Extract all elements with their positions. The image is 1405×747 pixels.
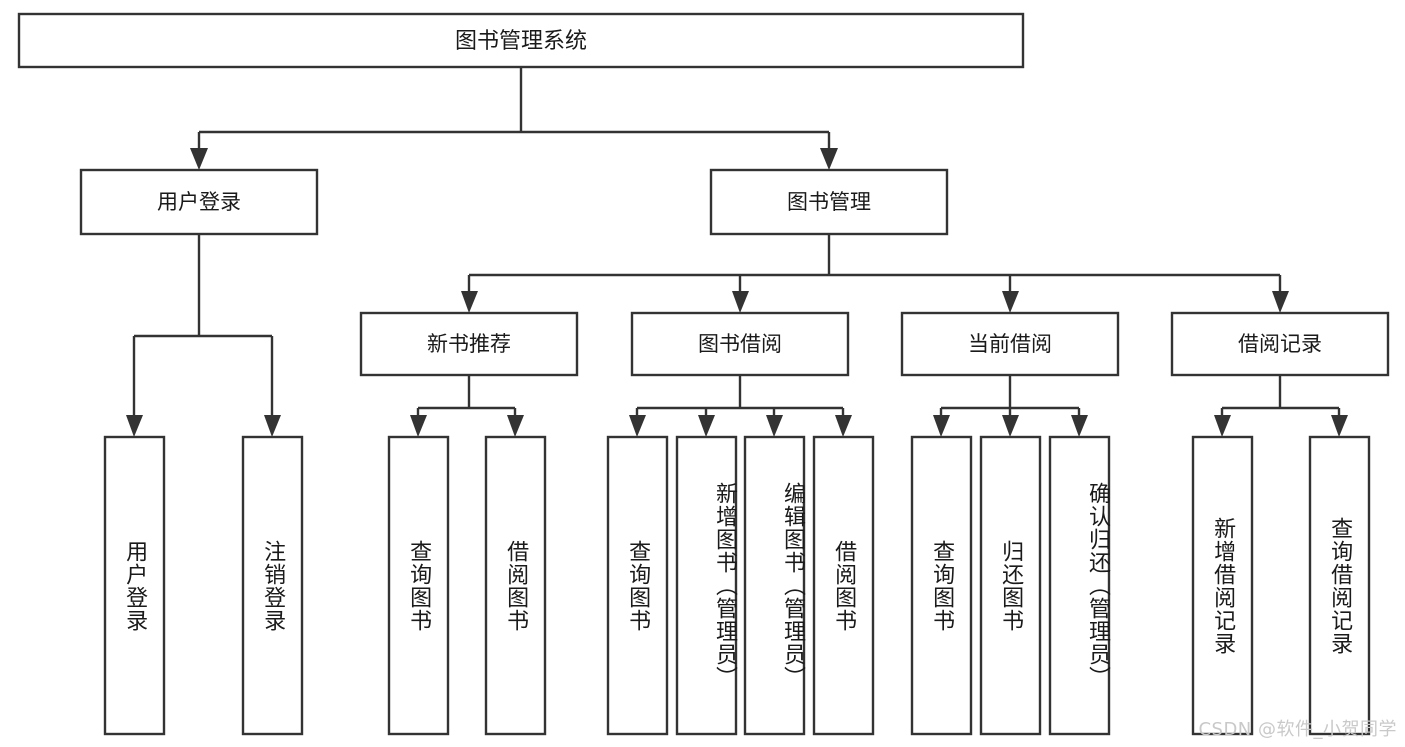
node-leaf-query-book-2[interactable] — [606, 435, 669, 736]
arrow-leaf-logout-login — [264, 415, 281, 437]
node-current-borrow-label: 当前借阅 — [968, 332, 1052, 356]
node-leaf-edit-book[interactable] — [743, 435, 806, 736]
node-leaf-borrow-book-2[interactable] — [812, 435, 875, 736]
node-leaf-query-book-1[interactable] — [387, 435, 450, 736]
arrow-leaf-user-login — [126, 415, 143, 437]
node-book-management-label: 图书管理 — [787, 190, 871, 214]
edges-layer — [126, 67, 1348, 437]
csdn-watermark: CSDN @软件_小贺同学 — [1198, 719, 1397, 740]
arrow-book-management — [820, 148, 838, 170]
arrow-leaf-return-book — [1002, 415, 1019, 437]
node-borrow-record[interactable]: 借阅记录 — [1170, 311, 1390, 377]
node-book-management[interactable]: 图书管理 — [709, 168, 949, 236]
node-root[interactable]: 图书管理系统 — [17, 12, 1025, 69]
node-leaf-add-record[interactable] — [1191, 435, 1254, 736]
arrow-borrow-record — [1272, 291, 1289, 313]
arrow-leaf-confirm-return — [1071, 415, 1088, 437]
node-new-book-recommend[interactable]: 新书推荐 — [359, 311, 579, 377]
node-leaf-return-book[interactable] — [979, 435, 1042, 736]
arrow-book-borrow — [732, 291, 749, 313]
node-book-borrow-label: 图书借阅 — [698, 332, 782, 356]
node-leaf-logout-login[interactable] — [241, 435, 304, 736]
node-user-login-label: 用户登录 — [157, 190, 241, 214]
arrow-leaf-borrow-book-2 — [835, 415, 852, 437]
arrow-leaf-query-book-1 — [410, 415, 427, 437]
arrow-new-book-recommend — [461, 291, 478, 313]
node-leaf-add-book[interactable] — [675, 435, 738, 736]
arrow-leaf-query-book-2 — [629, 415, 646, 437]
arrow-leaf-add-book — [698, 415, 715, 437]
arrow-leaf-edit-book — [766, 415, 783, 437]
node-current-borrow[interactable]: 当前借阅 — [900, 311, 1120, 377]
arrow-leaf-borrow-book-1 — [507, 415, 524, 437]
node-new-book-recommend-label: 新书推荐 — [427, 332, 511, 356]
node-root-label: 图书管理系统 — [455, 29, 587, 54]
arrow-leaf-query-book-3 — [933, 415, 950, 437]
arrow-leaf-query-record — [1331, 415, 1348, 437]
node-user-login[interactable]: 用户登录 — [79, 168, 319, 236]
arrow-current-borrow — [1002, 291, 1019, 313]
node-borrow-record-label: 借阅记录 — [1238, 332, 1322, 356]
node-leaf-confirm-return[interactable] — [1048, 435, 1111, 736]
node-leaf-borrow-book-1[interactable] — [484, 435, 547, 736]
node-leaf-query-record[interactable] — [1308, 435, 1371, 736]
node-book-borrow[interactable]: 图书借阅 — [630, 311, 850, 377]
nodes-layer: 图书管理系统 用户登录 图书管理 新书推荐 图书借阅 当前 — [17, 12, 1390, 736]
arrow-user-login — [190, 148, 208, 170]
node-leaf-query-book-3[interactable] — [910, 435, 973, 736]
arrow-leaf-add-record — [1214, 415, 1231, 437]
node-leaf-user-login[interactable] — [103, 435, 166, 736]
